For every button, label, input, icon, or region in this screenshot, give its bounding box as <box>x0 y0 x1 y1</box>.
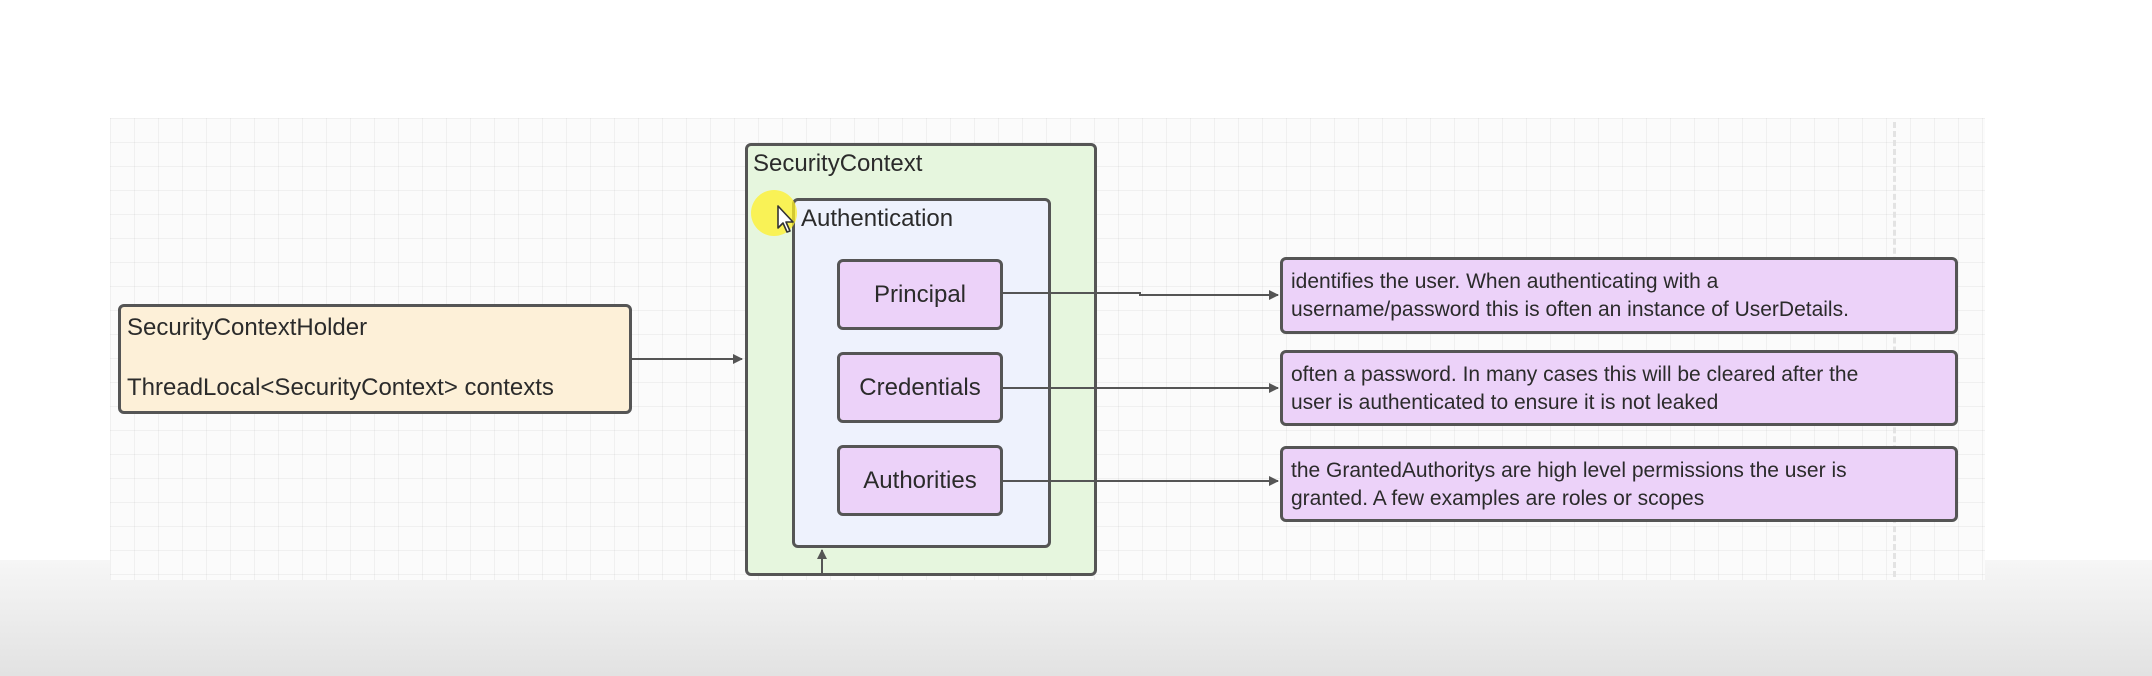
principal-to-note-arrow <box>1003 290 1279 300</box>
page-boundary-guide <box>1893 122 1896 577</box>
principal-box[interactable]: Principal <box>837 259 1003 330</box>
authentication-title: Authentication <box>801 205 954 232</box>
credentials-note-line-2: user is authenticated to ensure it is no… <box>1291 391 1719 414</box>
authorities-label: Authorities <box>863 466 977 494</box>
principal-label: Principal <box>873 280 967 308</box>
authorities-box[interactable]: Authorities <box>837 445 1003 516</box>
holder-field: ThreadLocal<SecurityContext> contexts <box>127 374 554 401</box>
principal-note[interactable]: identifies the user. When authenticating… <box>1280 257 1958 334</box>
credentials-note[interactable]: often a password. In many cases this wil… <box>1280 350 1958 426</box>
authorities-note-line-2: granted. A few examples are roles or sco… <box>1291 487 1705 510</box>
principal-note-line-1: identifies the user. When authenticating… <box>1291 270 1719 293</box>
credentials-box[interactable]: Credentials <box>837 352 1003 423</box>
security-context-title: SecurityContext <box>753 150 923 177</box>
authorities-note-line-1: the GrantedAuthoritys are high level per… <box>1291 459 1847 482</box>
credentials-note-line-1: often a password. In many cases this wil… <box>1291 363 1859 386</box>
credentials-label: Credentials <box>859 373 981 401</box>
mouse-pointer-icon <box>777 205 794 233</box>
principal-note-line-2: username/password this is often an insta… <box>1291 298 1849 321</box>
security-context-holder-box[interactable]: SecurityContextHolder ThreadLocal<Securi… <box>118 304 632 414</box>
authorities-note[interactable]: the GrantedAuthoritys are high level per… <box>1280 446 1958 522</box>
holder-title: SecurityContextHolder <box>127 314 368 341</box>
